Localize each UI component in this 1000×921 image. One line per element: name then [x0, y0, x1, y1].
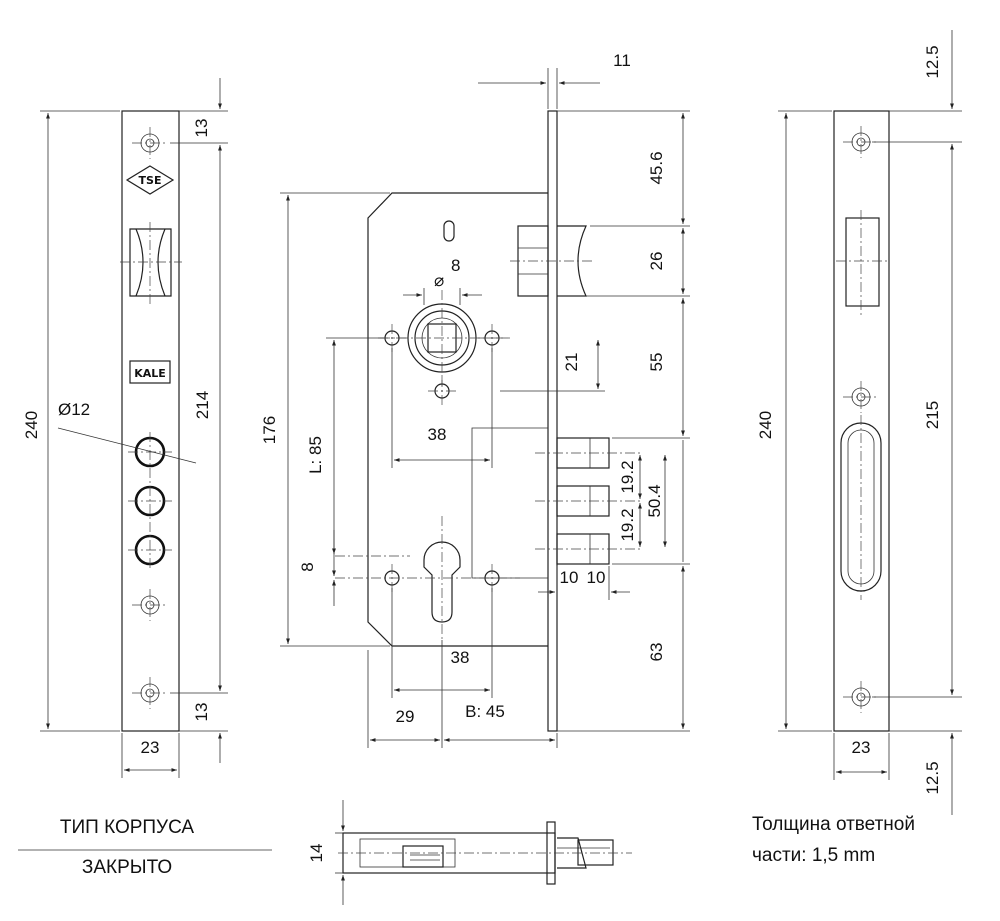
kale-logo: KALE	[129, 360, 171, 384]
spindle-follower	[380, 290, 510, 386]
faceplate-screw-hole-bottom	[132, 677, 168, 709]
dim-side-thickness: 14	[307, 844, 326, 863]
bolt-carrier	[471, 427, 548, 579]
case-type-label-line2: ЗАКРЫТО	[82, 857, 172, 878]
deadbolts	[535, 437, 640, 565]
dim-bolt-hole-diameter: Ø12	[58, 400, 90, 419]
dim-26: 26	[647, 252, 666, 271]
lock-oval-slot	[443, 220, 455, 242]
dim-faceplate-thickness: 11	[613, 51, 631, 70]
strike-screw-hole-bottom	[843, 681, 879, 713]
dim-case-height: 176	[260, 416, 279, 444]
dim-55: 55	[647, 353, 666, 372]
strike-bolt-slot	[840, 415, 882, 600]
tse-logo-text: TSE	[139, 174, 162, 187]
dim-strike-height: 240	[756, 411, 775, 439]
lock-faceplate-strip	[547, 110, 558, 732]
case-type-label-line1: ТИП КОРПУСА	[60, 817, 195, 838]
strike-plate-view: 240 215 12.5 12.5 23	[756, 30, 962, 815]
strike-note-line2: части: 1,5 mm	[752, 845, 875, 866]
dim-strike-bottom-offset: 12.5	[923, 761, 942, 794]
spindle-square-symbol: ⌀	[434, 271, 444, 290]
faceplate-screw-hole-middle	[132, 589, 168, 621]
latch-bolt	[510, 225, 595, 297]
dim-bolt-pitch-b: 19.2	[618, 508, 637, 541]
dim-faceplate-height: 240	[22, 411, 41, 439]
tse-logo: TSE	[125, 165, 175, 195]
lock-body-view: ⌀ 8	[260, 51, 690, 748]
dim-hole-spacing-top: 38	[428, 425, 447, 444]
strike-screw-hole-top	[843, 126, 879, 158]
dim-bolt-pitch-a: 19.2	[618, 460, 637, 493]
dim-strike-top-offset: 12.5	[923, 45, 942, 78]
dim-strike-hole-spacing: 215	[923, 401, 942, 429]
dim-faceplate-hole-spacing: 214	[193, 391, 212, 419]
dim-backset: B: 45	[465, 702, 505, 721]
dim-bolt-span: 50.4	[645, 484, 664, 517]
strike-note-line1: Толщина ответной	[752, 814, 915, 835]
dim-63: 63	[647, 643, 666, 662]
dim-spindle-square: 8	[451, 256, 460, 275]
dim-faceplate-width: 23	[141, 738, 160, 757]
lock-case-outline	[367, 192, 548, 647]
dim-bolt-projection-a: 10	[560, 568, 579, 587]
dim-hole-spacing-bottom: 38	[451, 648, 470, 667]
cylinder-cutout	[335, 516, 520, 640]
dim-21: 21	[562, 353, 581, 372]
faceplate-outline	[121, 110, 180, 732]
lock-top-view: 14	[307, 800, 632, 905]
strike-plate-outline	[833, 110, 890, 732]
kale-logo-text: KALE	[134, 367, 166, 380]
dim-lever-spacing: L: 85	[306, 436, 325, 474]
dim-29: 29	[396, 707, 415, 726]
strike-thickness-note: Толщина ответной части: 1,5 mm	[752, 814, 915, 866]
dim-cylinder-offset: 8	[298, 562, 317, 571]
strike-screw-hole-middle	[843, 381, 879, 413]
dim-faceplate-top-offset: 13	[192, 119, 211, 138]
faceplate-latch-opening	[120, 222, 182, 304]
faceplate-screw-hole-top	[132, 127, 168, 159]
case-type-label: ТИП КОРПУСА ЗАКРЫТО	[18, 817, 272, 878]
dim-strike-width: 23	[852, 738, 871, 757]
faceplate-view: TSE KALE	[22, 78, 228, 778]
faceplate-bolt-holes	[128, 432, 172, 570]
dim-faceplate-bottom-offset: 13	[192, 703, 211, 722]
strike-latch-opening	[836, 210, 887, 315]
dim-bolt-projection-b: 10	[587, 568, 606, 587]
dim-45-6: 45.6	[647, 151, 666, 184]
